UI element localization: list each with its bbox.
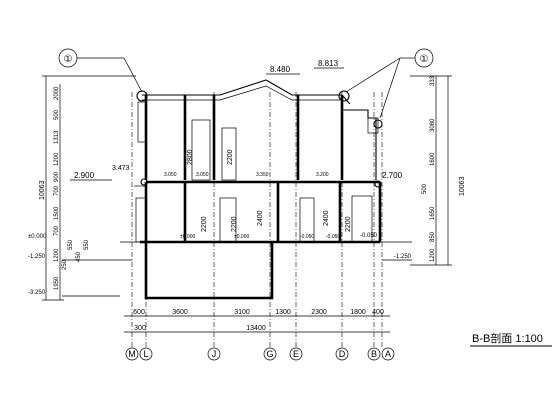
elev-eave-left: 3.473 — [112, 165, 130, 172]
axis-bubbles: M L J G E D B A — [125, 347, 395, 361]
axis-label: G — [266, 349, 273, 359]
elev-outside-right: -1.250 — [394, 254, 412, 260]
axis-label: E — [293, 349, 299, 359]
left-dim: 550 — [68, 239, 74, 250]
left-dim: 550 — [84, 239, 90, 250]
left-dimensions: 10063 2000 500 1313 1200 900 700 1500 70… — [39, 75, 136, 301]
bottom-dim: 600 — [133, 309, 145, 316]
left-dim: 250 — [62, 259, 68, 270]
axis-label: M — [128, 349, 136, 359]
left-dim: 450 — [76, 251, 82, 262]
bottom-dim: 1800 — [350, 309, 366, 316]
axis-label: B — [371, 349, 377, 359]
elevation-marks: 8.480 8.813 3.473 2.900 2.700 ±0.000 -0.… — [28, 59, 412, 296]
axis-label: D — [339, 349, 346, 359]
right-dim: 3080 — [430, 118, 436, 132]
bottom-dimensions: 600 3600 3100 1300 2300 1800 400 13400 3… — [124, 309, 390, 333]
interior-level: ±0.000 — [180, 234, 195, 240]
callout-right-symbol: ① — [420, 54, 429, 65]
right-dim: 500 — [422, 183, 428, 194]
interior-level: ±0.000 — [234, 234, 249, 240]
bottom-dim-total: 13400 — [246, 325, 266, 332]
elev-basement: -3.250 — [28, 290, 46, 296]
axis-bubble — [289, 347, 303, 361]
axis-label: A — [385, 349, 391, 359]
detail-callouts: ① ① — [58, 48, 434, 119]
bottom-dim: 2300 — [311, 309, 327, 316]
right-dim-total: 10063 — [459, 176, 466, 196]
axis-label: J — [212, 349, 217, 359]
room-heights: 2800 2200 2200 2400 2400 2200 2200 — [187, 149, 352, 232]
elev-floor2-right: 2.700 — [382, 171, 403, 180]
bottom-dim: 400 — [372, 309, 384, 316]
axis-bubble — [335, 347, 349, 361]
left-dim-total: 10063 — [39, 180, 46, 200]
axis-bubble — [381, 347, 395, 361]
bottom-dim: 1300 — [275, 309, 291, 316]
right-dim: 333 — [430, 75, 436, 86]
drawing-title: B-B剖面 1:100 — [472, 331, 543, 345]
axis-bubble — [207, 347, 221, 361]
right-dim: 850 — [430, 231, 436, 242]
interior-level: 3.200 — [316, 172, 329, 178]
axis-label: L — [143, 349, 148, 359]
left-dim: 500 — [54, 109, 60, 120]
room-height: 2400 — [257, 210, 264, 226]
elev-ground-right: -0.050 — [360, 233, 378, 239]
room-height: 2800 — [187, 149, 194, 165]
axis-bubble — [263, 347, 277, 361]
interior-level: -0.050 — [326, 234, 340, 240]
elev-ridge: 8.480 — [270, 65, 291, 74]
interior-level: 3.050 — [164, 172, 177, 178]
left-dim: 1950 — [54, 276, 60, 290]
bottom-dim: 3600 — [172, 309, 188, 316]
axis-bubble — [125, 347, 139, 361]
room-height: 2200 — [201, 216, 208, 232]
right-dim: 1650 — [430, 206, 436, 220]
elev-floor2-left: 2.900 — [74, 171, 95, 180]
axis-bubble — [367, 347, 381, 361]
left-dim: 900 — [54, 171, 60, 182]
left-dim: 1200 — [54, 152, 60, 166]
room-height: 2400 — [323, 210, 330, 226]
bottom-dim: 3100 — [234, 309, 250, 316]
elev-ground-left: ±0.000 — [28, 234, 47, 240]
right-dim: 1600 — [430, 152, 436, 166]
right-dimensions: 10063 333 3080 1600 500 1650 850 1200 — [410, 75, 466, 266]
room-height: 2200 — [231, 216, 238, 232]
left-dim: 700 — [54, 185, 60, 196]
left-dim: 700 — [54, 225, 60, 236]
interior-level: 3.350 — [256, 172, 269, 178]
right-dim: 1200 — [430, 248, 436, 262]
bottom-dim-extra: 300 — [134, 325, 146, 332]
room-height: 2200 — [345, 216, 352, 232]
elev-outside-left: -1.250 — [28, 254, 46, 260]
left-dim: 1313 — [54, 130, 60, 144]
elev-ridge-right: 8.813 — [318, 59, 339, 68]
interior-level: 3.050 — [196, 172, 209, 178]
left-dim: 1500 — [54, 206, 60, 220]
left-dim: 1200 — [54, 248, 60, 262]
callout-left-symbol: ① — [64, 54, 73, 65]
left-dim: 2000 — [54, 86, 60, 100]
interior-level: -0.050 — [300, 234, 314, 240]
building-section — [62, 79, 412, 300]
axis-bubble — [139, 347, 153, 361]
room-height: 2200 — [227, 149, 234, 165]
